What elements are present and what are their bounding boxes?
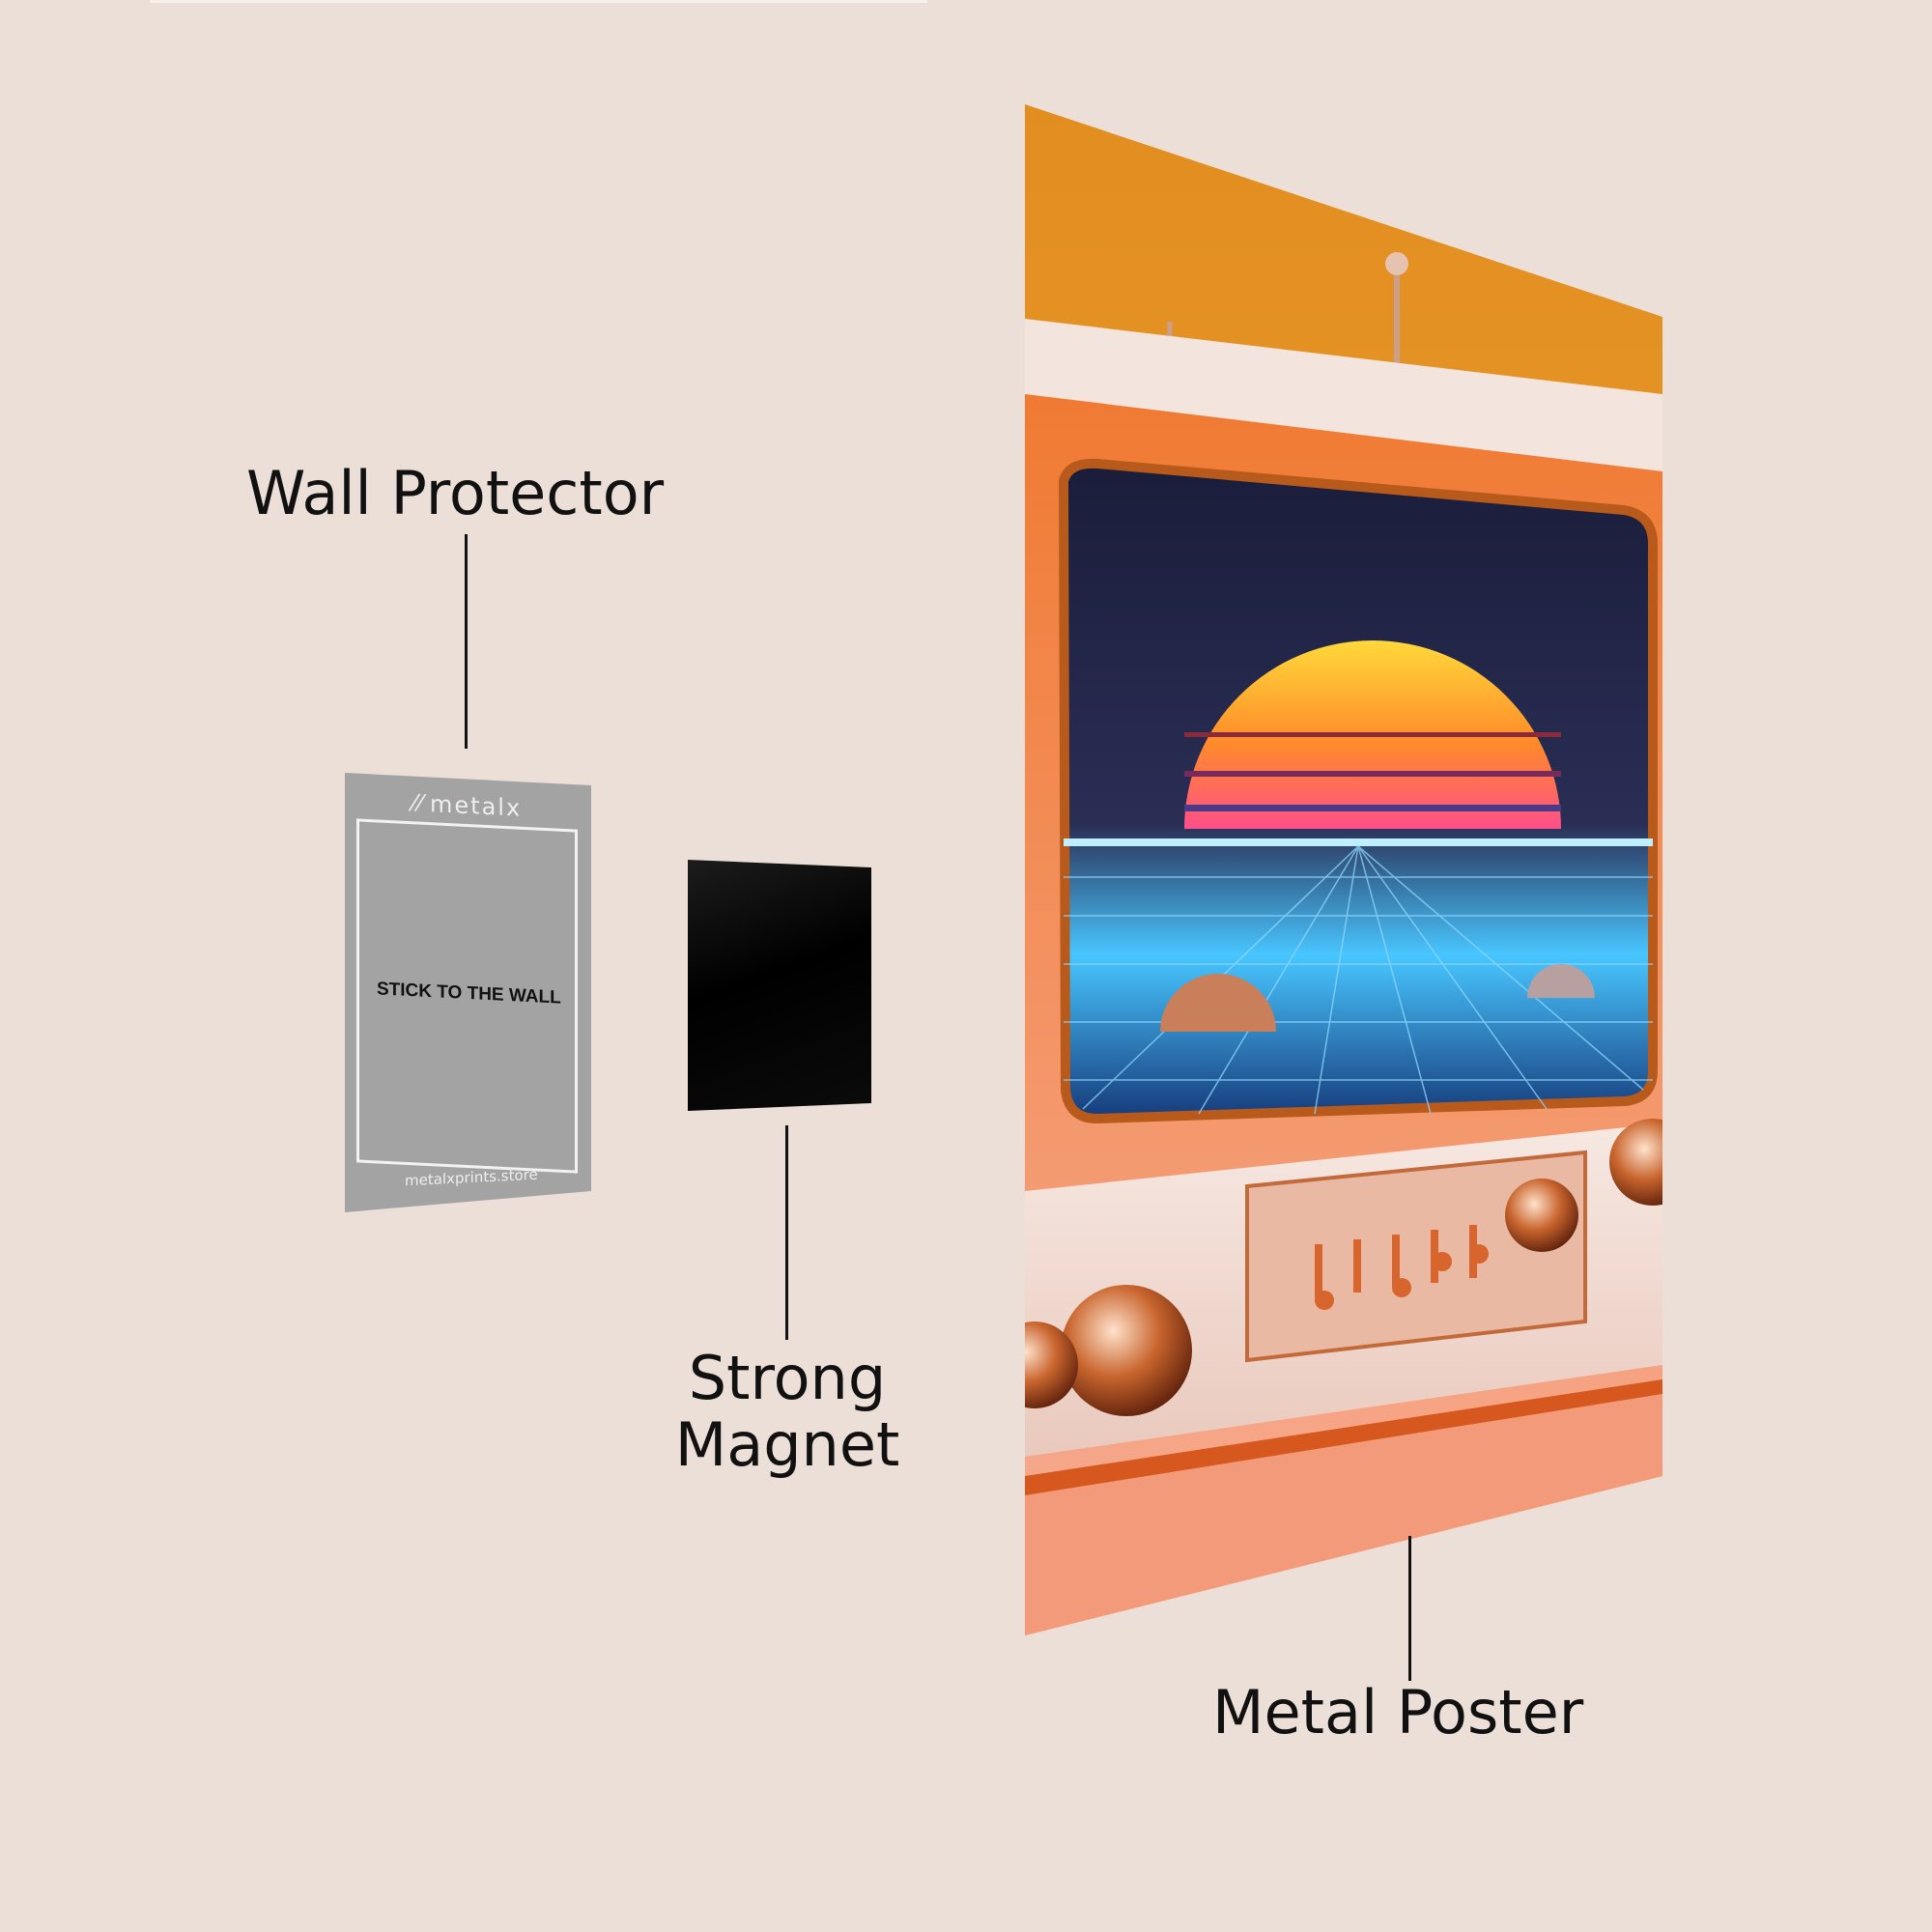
protector-brand-text: metalx	[430, 790, 523, 822]
metal-poster-label: Metal Poster	[1212, 1677, 1584, 1747]
top-strip	[150, 0, 927, 3]
wall-protector-label: Wall Protector	[246, 458, 665, 528]
poster-artwork	[1025, 104, 1662, 1635]
metal-poster-leader-line	[1408, 1536, 1411, 1681]
protector-brand: ⁄⁄metalx	[412, 789, 522, 822]
strong-magnet	[688, 860, 871, 1111]
wall-protector: ⁄⁄metalx STICK TO THE WALL metalxprints.…	[345, 773, 591, 1212]
protector-url: metalxprints.store	[405, 1165, 538, 1190]
metalx-logo-icon: ⁄⁄	[412, 789, 425, 817]
metal-poster	[1025, 104, 1662, 1635]
strong-magnet-leader-line	[785, 1125, 788, 1340]
wall-protector-leader-line	[465, 534, 468, 749]
strong-magnet-label: Strong Magnet	[674, 1343, 900, 1481]
